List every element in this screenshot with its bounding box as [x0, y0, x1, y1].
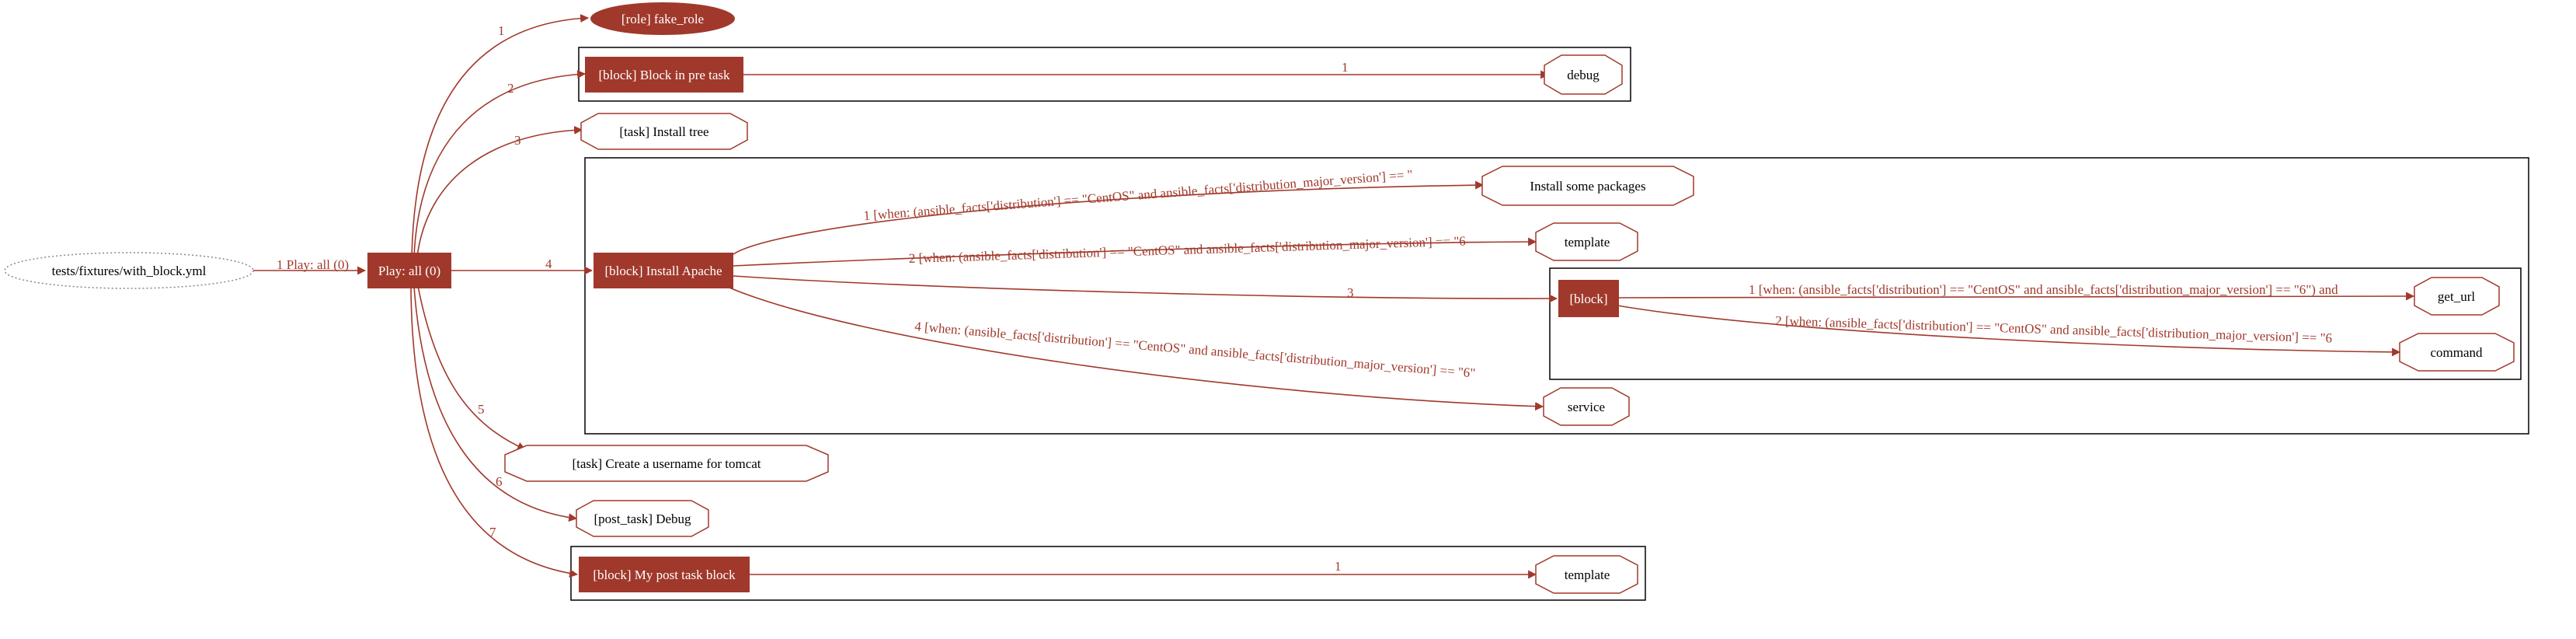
edge-block-to-command: [1617, 305, 2401, 357]
install-packages-node[interactable]: Install some packages: [1481, 166, 1694, 206]
post-block-node[interactable]: [block] My post task block: [579, 557, 750, 592]
template-label-2: template: [1565, 567, 1610, 582]
cluster-install-apache: [584, 157, 2529, 435]
install-apache-node[interactable]: [block] Install Apache: [594, 253, 733, 288]
role-node[interactable]: [role] fake_role: [590, 2, 735, 35]
edge-apache-to-service: [725, 285, 1544, 411]
cluster-inner-block: [1549, 267, 2522, 380]
get-url-node[interactable]: get_url: [2414, 277, 2500, 316]
edge-play-to-postdebug: [413, 285, 578, 522]
service-label: service: [1568, 400, 1605, 414]
install-apache-label: [block] Install Apache: [604, 264, 722, 278]
edge-apache-to-template: [733, 237, 1537, 267]
post-block-label: [block] My post task block: [593, 567, 736, 582]
post-debug-node[interactable]: [post_task] Debug: [576, 500, 709, 537]
command-label: command: [2430, 345, 2483, 360]
playbook-node[interactable]: tests/fixtures/with_block.yml: [4, 252, 254, 289]
edge-label-block-geturl: 1 [when: (ansible_facts['distribution'] …: [1749, 282, 2338, 297]
inner-block-node[interactable]: [block]: [1558, 280, 1619, 317]
edge-label-postdebug: 6: [496, 474, 503, 489]
edge-label-apache-pkgs: 1 [when: (ansible_facts['distribution'] …: [863, 167, 1413, 223]
pre-block-node[interactable]: [block] Block in pre task: [585, 57, 743, 93]
debug-node[interactable]: debug: [1544, 54, 1623, 95]
install-tree-label: [task] Install tree: [619, 124, 708, 139]
install-packages-label: Install some packages: [1530, 179, 1645, 194]
edge-block-to-geturl: [1617, 292, 2415, 301]
edge-label-user: 5: [478, 402, 485, 417]
install-tree-node[interactable]: [task] Install tree: [580, 113, 748, 150]
edge-label-postblock: 7: [489, 525, 496, 539]
role-label: [role] fake_role: [621, 12, 704, 26]
template-node-1[interactable]: template: [1535, 222, 1638, 261]
playbook-label: tests/fixtures/with_block.yml: [52, 264, 207, 278]
edge-play-to-role: [411, 14, 590, 257]
edge-label-play: 1 Play: all (0): [277, 257, 349, 272]
edge-label-role: 1: [498, 23, 505, 38]
service-node[interactable]: service: [1543, 387, 1630, 426]
edge-apache-to-pkgs: [733, 180, 1485, 255]
edge-label-preblock-debug: 1: [1342, 60, 1349, 75]
edge-play-to-postblock: [410, 285, 579, 578]
play-label: Play: all (0): [378, 264, 440, 278]
edge-label-apache-template: 2 [when: (ansible_facts['distribution'] …: [909, 233, 1467, 266]
create-user-node[interactable]: [task] Create a username for tomcat: [504, 445, 829, 482]
template-node-2[interactable]: template: [1535, 555, 1638, 594]
edge-label-apache: 4: [545, 257, 552, 271]
edge-label-tree: 3: [514, 133, 521, 148]
edge-label-apache-service: 4 [when: (ansible_facts['distribution'] …: [914, 319, 1476, 381]
post-debug-label: [post_task] Debug: [594, 512, 691, 526]
template-label-1: template: [1565, 235, 1610, 250]
edge-label-apache-block: 3: [1347, 285, 1354, 300]
get-url-label: get_url: [2438, 289, 2475, 304]
edge-play-to-tree: [416, 125, 583, 257]
edge-play-to-user: [417, 285, 527, 451]
pre-block-label: [block] Block in pre task: [598, 68, 730, 82]
play-node[interactable]: Play: all (0): [367, 253, 451, 288]
edge-label-block-command: 2 [when: (ansible_facts['distribution'] …: [1775, 313, 2333, 346]
edge-label-postblock-template: 1: [1335, 559, 1342, 574]
edge-play-to-preblock: [413, 70, 587, 257]
inner-block-label: [block]: [1569, 292, 1607, 306]
create-user-label: [task] Create a username for tomcat: [572, 456, 761, 471]
edge-label-preblock: 2: [507, 81, 514, 96]
edge-apache-to-block: [733, 275, 1558, 303]
command-node[interactable]: command: [2399, 333, 2515, 372]
debug-label: debug: [1567, 68, 1600, 82]
